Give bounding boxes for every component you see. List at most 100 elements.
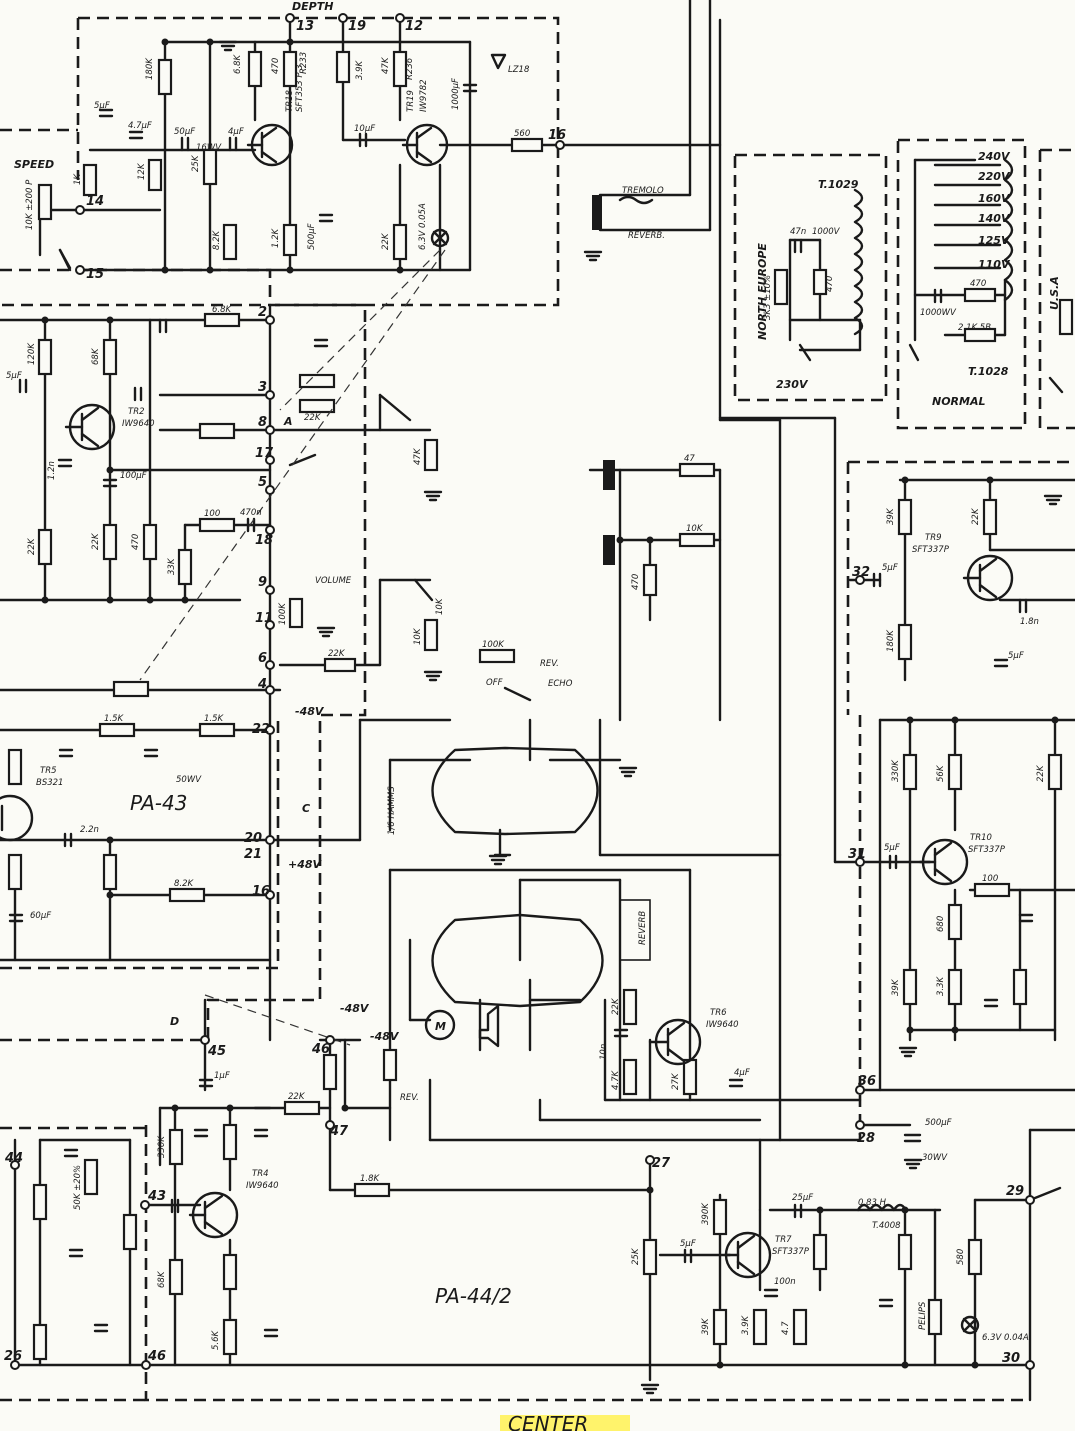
resistor	[902, 968, 918, 1006]
junctions	[41, 38, 1059, 1369]
tr-type: BS321	[36, 778, 63, 788]
tr-ref: TR18	[285, 89, 295, 112]
ldr	[198, 422, 236, 440]
tremolo-contact	[618, 195, 654, 205]
resistor	[792, 1308, 808, 1346]
resistor	[222, 1253, 238, 1291]
comp-value: 10K	[686, 524, 704, 534]
comp-value: 330K	[157, 1135, 167, 1158]
resistor	[283, 1100, 321, 1116]
rail-neg48: -48V	[295, 705, 325, 718]
resistor	[323, 657, 357, 673]
comp-value: 22K	[1036, 764, 1046, 782]
comp-value: 120K	[27, 342, 37, 365]
comp-value: 470	[131, 534, 141, 550]
comp-value: 68K	[157, 1270, 167, 1288]
cap-value: 500µF	[925, 1118, 952, 1128]
comp-value: 47K	[413, 447, 423, 465]
resistor	[478, 648, 516, 664]
diode-icon	[490, 53, 507, 70]
resistor	[177, 548, 193, 586]
reverb-unit-box	[619, 899, 651, 961]
component-labels-mid: 6.8K 68K 22K 120K 22K 22K 470 33K 100 47…	[27, 305, 704, 889]
comp-value: 47	[684, 454, 695, 464]
normal-label: NORMAL	[932, 395, 986, 408]
resistor	[1012, 968, 1028, 1006]
comp-value: 3.9K	[741, 1314, 751, 1335]
comp-value: 330K	[891, 759, 901, 782]
node-number: 16	[252, 884, 270, 899]
ground-icon	[488, 854, 508, 866]
tr-ref: TR10	[970, 833, 992, 843]
vdr	[773, 268, 789, 306]
node-number: 9	[258, 575, 267, 590]
comp-value: 25K	[191, 154, 201, 172]
rail-pos48: +48V	[288, 858, 323, 871]
node-number: 12	[405, 19, 423, 34]
speed-label: SPEED	[14, 158, 54, 171]
resistor	[198, 517, 236, 533]
resistor	[973, 882, 1011, 898]
comp-value: 4.7K	[611, 1069, 621, 1090]
pot-labels: 10K ±200 P 100K 10K 50K ±20%	[25, 179, 445, 1210]
transistor-tr6	[648, 1018, 702, 1066]
vdr-label: 3K3 ±10%	[763, 275, 773, 320]
comp-value: 1.5K	[104, 714, 125, 724]
comp-value: 470	[631, 574, 641, 590]
rail-neg48b: -48V	[340, 1002, 370, 1015]
transistor-tr10	[918, 838, 969, 886]
cap-value: 4.7µF	[128, 121, 152, 131]
reverb-pot	[382, 1048, 398, 1082]
resistor	[282, 50, 298, 88]
fuse-norm-label: 470	[970, 279, 986, 289]
usa-component	[1058, 298, 1074, 336]
resistor	[222, 1123, 238, 1161]
comp-value: 8.2K	[212, 229, 222, 250]
off-label: OFF	[486, 678, 503, 688]
transformer-windings	[853, 158, 1014, 1212]
tr-ref: TR7	[775, 1235, 792, 1245]
ground-icon	[423, 490, 443, 502]
tr-ref: TR4	[252, 1169, 269, 1179]
switches	[58, 195, 1064, 1202]
transistor-tr7	[723, 1231, 772, 1279]
speed-switch	[58, 248, 72, 270]
pa43-bottom	[0, 720, 280, 970]
pot	[642, 1238, 658, 1276]
ground-icon	[316, 626, 336, 638]
ground-icon	[618, 766, 638, 778]
t1028-winding	[1003, 158, 1014, 302]
philips-label: PELIPS	[918, 1301, 928, 1330]
resistor	[712, 1198, 728, 1236]
transistor-tr18	[246, 123, 294, 167]
resistor	[897, 1233, 913, 1271]
resistor	[157, 58, 173, 96]
connectors	[424, 53, 980, 1335]
node-number: 19	[348, 19, 366, 34]
ldr	[112, 680, 150, 698]
resistor	[168, 1258, 184, 1296]
comp-value: 22K	[971, 507, 981, 525]
lamp-icon	[430, 228, 450, 248]
philips-component	[927, 1298, 943, 1336]
comp-value: 560	[514, 129, 530, 139]
cap-1000v-label: 1000V	[812, 227, 841, 237]
comp-value: 56K	[936, 764, 946, 782]
resistor	[642, 563, 658, 597]
comp-ref: R236	[405, 57, 415, 80]
node-number: 2	[258, 305, 267, 320]
cap-value: 25µF	[792, 1193, 813, 1203]
comp-value: 27K	[671, 1072, 681, 1090]
comp-value: 12K	[137, 162, 147, 180]
resistor	[712, 1308, 728, 1346]
comp-value: 22K	[304, 413, 322, 423]
comp-value: 22K	[328, 649, 346, 659]
resistor	[102, 523, 118, 561]
node-letter: D	[170, 1015, 179, 1028]
node-number: 27	[652, 1156, 671, 1171]
normal-switch	[908, 343, 920, 362]
footer-highlight	[500, 1415, 630, 1431]
pot-value: 100K	[278, 602, 288, 625]
resistor	[32, 1323, 48, 1361]
cap-value: 1µF	[214, 1071, 230, 1081]
